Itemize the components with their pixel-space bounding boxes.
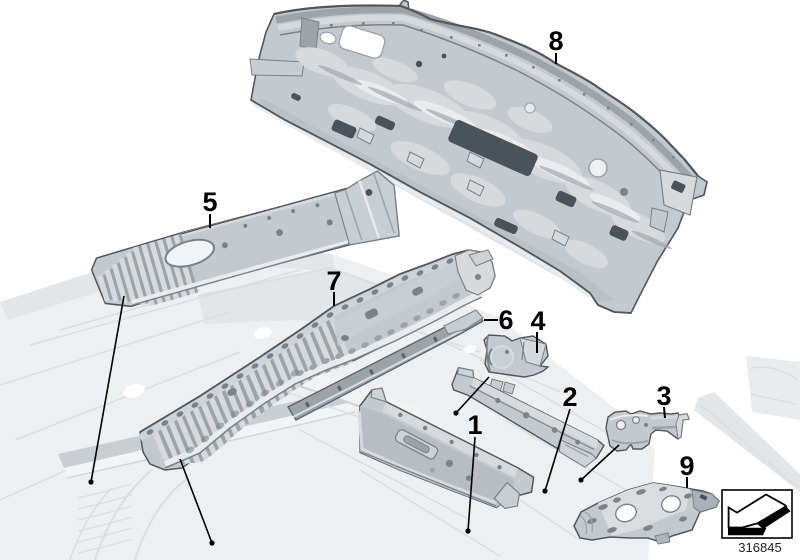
svg-text:8: 8 bbox=[548, 26, 563, 56]
svg-text:3: 3 bbox=[656, 381, 671, 411]
svg-text:2: 2 bbox=[562, 382, 577, 412]
svg-text:9: 9 bbox=[679, 451, 694, 481]
svg-text:6: 6 bbox=[498, 305, 513, 335]
svg-text:316845: 316845 bbox=[738, 540, 781, 555]
svg-text:4: 4 bbox=[530, 306, 545, 336]
svg-text:7: 7 bbox=[326, 266, 341, 296]
svg-text:1: 1 bbox=[467, 410, 482, 440]
svg-text:5: 5 bbox=[202, 187, 217, 217]
